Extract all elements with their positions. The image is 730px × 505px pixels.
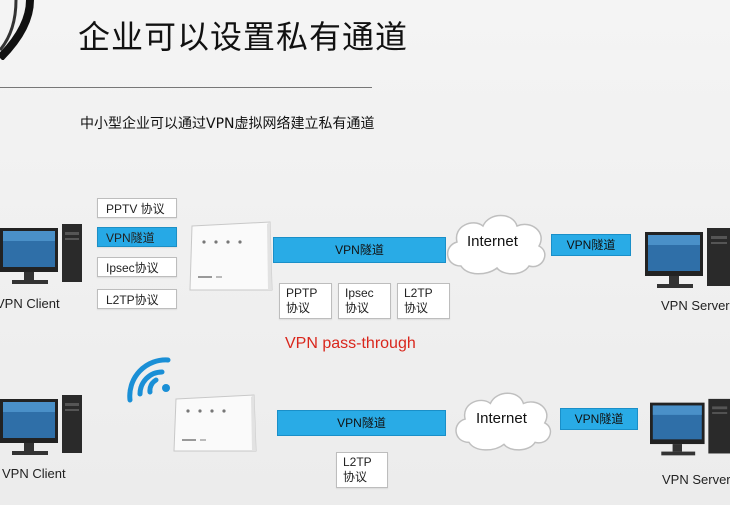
vpn-server-label: VPN Server — [661, 298, 730, 313]
cloud-icon — [447, 214, 546, 275]
vpn-passthrough-label: VPN pass-through — [285, 335, 416, 352]
cloud-icon — [455, 392, 552, 451]
protocol-ipsec: Ipsec协议 — [97, 257, 177, 277]
internet-label: Internet — [467, 233, 518, 250]
computer-icon — [650, 398, 730, 456]
protocol-l2tp: L2TP协议 — [97, 289, 177, 309]
headphone-decoration — [0, 0, 34, 60]
page-subtitle: 中小型企业可以通过VPN虚拟网络建立私有通道 — [80, 116, 375, 132]
server-tunnel-tag: VPN隧道 — [560, 408, 638, 430]
vpn-server-label: VPN Server — [662, 472, 730, 487]
router-icon — [173, 394, 257, 452]
vpn-tunnel-bar: VPN隧道 — [273, 237, 446, 263]
vpn-client-label: VPN Client — [2, 466, 66, 481]
computer-icon — [645, 228, 730, 288]
title-divider — [0, 87, 372, 88]
server-tunnel-tag: VPN隧道 — [551, 234, 631, 256]
protocol-pptv: PPTV 协议 — [97, 198, 177, 218]
wifi-icon — [127, 357, 171, 403]
page-title: 企业可以设置私有通道 — [78, 18, 409, 56]
vpn-client-label: VPN Client — [0, 296, 60, 311]
internet-label: Internet — [476, 410, 527, 427]
vpn-tunnel-bar: VPN隧道 — [277, 410, 446, 436]
router-icon — [189, 221, 273, 291]
protocol-vpn-tunnel: VPN隧道 — [97, 227, 177, 247]
computer-icon — [0, 224, 82, 284]
computer-icon — [0, 395, 82, 455]
